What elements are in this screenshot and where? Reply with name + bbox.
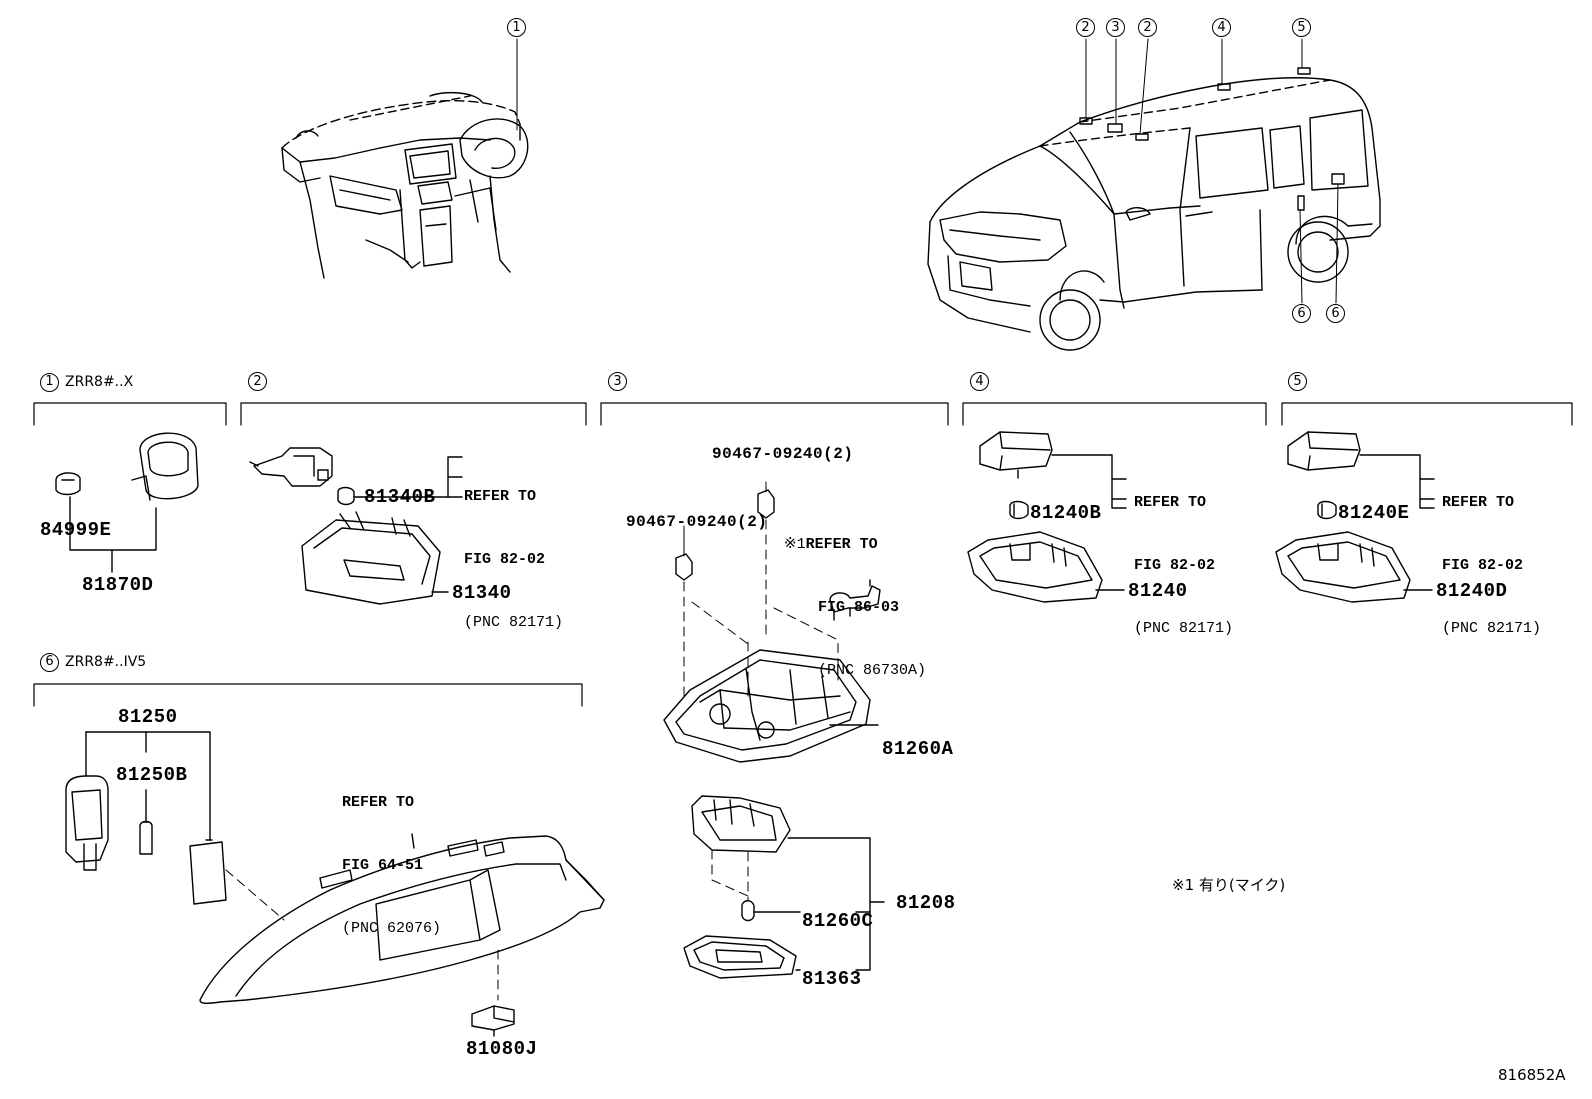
section-5-header: 5 [1288, 372, 1307, 391]
ref6-line2: FIG 64-51 [342, 857, 424, 874]
section-5-number: 5 [1288, 372, 1307, 391]
part-81870D: 81870D [82, 574, 154, 596]
section-1-number: 1 [40, 372, 59, 392]
part-90467-09240-lower: 90467-09240(2) [626, 513, 768, 531]
section-6-parts [65, 731, 605, 1037]
ref5-line1: REFER TO [1442, 494, 1515, 511]
callout-3: 3 [1106, 18, 1125, 37]
part-81250: 81250 [118, 706, 178, 728]
section-2-number: 2 [248, 372, 267, 391]
part-81363: 81363 [802, 968, 862, 990]
ref2-line2: FIG 82-02 [464, 551, 546, 568]
section-3-header: 3 [608, 372, 627, 391]
section-1-parts [55, 432, 199, 573]
ref4-line2: FIG 82-02 [1134, 557, 1216, 574]
section-1-label: ZRR8#..X [65, 374, 134, 390]
callout-6: 6 [1292, 304, 1311, 323]
part-81260A: 81260A [882, 738, 954, 760]
section-6-header: 6 ZRR8#..IV5 [40, 652, 146, 672]
part-81240: 81240 [1128, 580, 1188, 602]
part-81080J: 81080J [466, 1038, 538, 1060]
ref4-line3: (PNC 82171) [1134, 620, 1234, 637]
section-4-parts [967, 431, 1127, 603]
dashboard-overview-illustration [281, 91, 529, 279]
figure-id: 816852A [1498, 1066, 1566, 1084]
ref6-line3: (PNC 62076) [342, 920, 442, 937]
part-81340B: 81340B [364, 486, 436, 508]
part-81240D: 81240D [1436, 580, 1508, 602]
ref6-line1: REFER TO [342, 794, 415, 811]
reference-section-4: REFER TO FIG 82-02 (PNC 82171) [1134, 450, 1233, 660]
ref2-line3: (PNC 82171) [464, 614, 564, 631]
overview-leaders [516, 38, 1339, 304]
part-81260C: 81260C [802, 910, 874, 932]
callout-1: 1 [507, 18, 526, 37]
part-81240E: 81240E [1338, 502, 1410, 524]
reference-section-3: ※1REFER TO FIG 86-03 (PNC 86730A) [784, 492, 926, 702]
section-6-label: ZRR8#..IV5 [65, 654, 147, 670]
ref5-line3: (PNC 82171) [1442, 620, 1542, 637]
section-2-header: 2 [248, 372, 267, 391]
callout-2: 2 [1138, 18, 1157, 37]
part-81340: 81340 [452, 582, 512, 604]
section-3-parts [663, 481, 885, 979]
callout-4: 4 [1212, 18, 1231, 37]
ref3-line2: FIG 86-03 [818, 599, 900, 616]
callout-6: 6 [1326, 304, 1345, 323]
section-5-parts [1275, 431, 1435, 603]
reference-section-5: REFER TO FIG 82-02 (PNC 82171) [1442, 450, 1541, 660]
part-81250B: 81250B [116, 764, 188, 786]
ref5-line2: FIG 82-02 [1442, 557, 1524, 574]
ref2-line1: REFER TO [464, 488, 537, 505]
section-brackets [33, 402, 1573, 707]
part-81240B: 81240B [1030, 502, 1102, 524]
callout-5: 5 [1292, 18, 1311, 37]
ref3-line1: REFER TO [805, 536, 878, 553]
ref3-line3: (PNC 86730A) [818, 662, 927, 679]
ref4-line1: REFER TO [1134, 494, 1207, 511]
footnote-microphone: ※1 有り(マイク) [1172, 876, 1286, 894]
part-90467-09240-upper: 90467-09240(2) [712, 445, 854, 463]
vehicle-overview-illustration [927, 67, 1381, 351]
ref3-mark: ※1 [784, 536, 806, 553]
section-3-number: 3 [608, 372, 627, 391]
part-84999E: 84999E [40, 519, 112, 541]
section-1-header: 1 ZRR8#..X [40, 372, 133, 392]
part-81208: 81208 [896, 892, 956, 914]
section-4-header: 4 [970, 372, 989, 391]
reference-section-6: REFER TO FIG 64-51 (PNC 62076) [342, 750, 441, 960]
callout-2: 2 [1076, 18, 1095, 37]
section-2-parts [249, 447, 463, 605]
reference-section-2: REFER TO FIG 82-02 (PNC 82171) [464, 444, 563, 654]
section-6-number: 6 [40, 652, 59, 672]
section-4-number: 4 [970, 372, 989, 391]
